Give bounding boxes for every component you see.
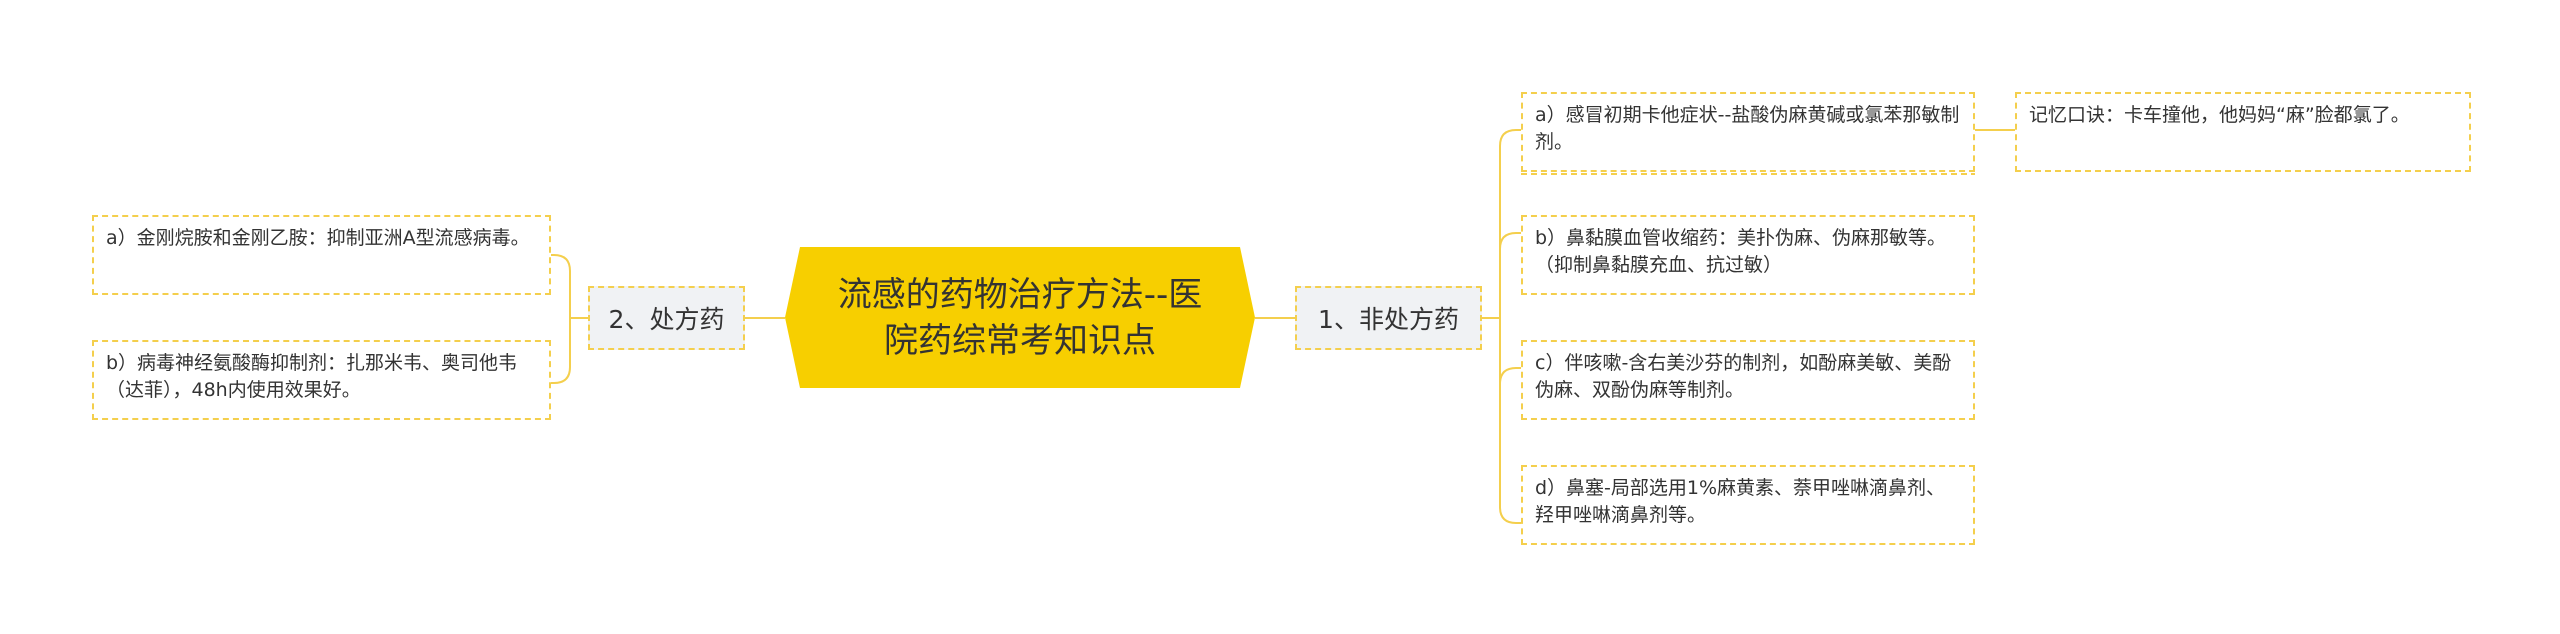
leaf-text: 记忆口诀：卡车撞他，他妈妈“麻”脸都氯了。 — [2029, 104, 2410, 126]
leaf-text: b）病毒神经氨酸酶抑制剂：扎那米韦、奥司他韦（达菲），48h内使用效果好。 — [106, 352, 518, 401]
branch-otc-drugs[interactable]: 1、非处方药 — [1295, 286, 1482, 350]
leaf-text: a）金刚烷胺和金刚乙胺：抑制亚洲A型流感病毒。 — [106, 227, 530, 249]
branch-prescription-label: 2、处方药 — [608, 305, 725, 334]
leaf-otc-b[interactable]: b）鼻黏膜血管收缩药：美扑伪麻、伪麻那敏等。（抑制鼻黏膜充血、抗过敏） — [1521, 215, 1975, 295]
central-topic-title: 流感的药物治疗方法--医院药综常考知识点 — [837, 274, 1203, 361]
leaf-otc-a[interactable]: a）感冒初期卡他症状--盐酸伪麻黄碱或氯苯那敏制剂。 — [1521, 92, 1975, 172]
connector-right-fan — [1482, 129, 1521, 524]
leaf-text: c）伴咳嗽-含右美沙芬的制剂，如酚麻美敏、美酚伪麻、双酚伪麻等制剂。 — [1535, 352, 1952, 401]
leaf-otc-d[interactable]: d）鼻塞-局部选用1%麻黄素、萘甲唑啉滴鼻剂、羟甲唑啉滴鼻剂等。 — [1521, 465, 1975, 545]
leaf-text: a）感冒初期卡他症状--盐酸伪麻黄碱或氯苯那敏制剂。 — [1535, 104, 1960, 153]
leaf-mnemonic-note[interactable]: 记忆口诀：卡车撞他，他妈妈“麻”脸都氯了。 — [2015, 92, 2471, 172]
leaf-text: b）鼻黏膜血管收缩药：美扑伪麻、伪麻那敏等。（抑制鼻黏膜充血、抗过敏） — [1535, 227, 1947, 276]
connector-left-fan — [551, 254, 588, 384]
branch-prescription-drugs[interactable]: 2、处方药 — [588, 286, 745, 350]
leaf-otc-c[interactable]: c）伴咳嗽-含右美沙芬的制剂，如酚麻美敏、美酚伪麻、双酚伪麻等制剂。 — [1521, 340, 1975, 420]
leaf-prescription-a[interactable]: a）金刚烷胺和金刚乙胺：抑制亚洲A型流感病毒。 — [92, 215, 551, 295]
central-topic[interactable]: 流感的药物治疗方法--医院药综常考知识点 — [785, 247, 1255, 388]
branch-otc-label: 1、非处方药 — [1318, 305, 1459, 334]
leaf-text: d）鼻塞-局部选用1%麻黄素、萘甲唑啉滴鼻剂、羟甲唑啉滴鼻剂等。 — [1535, 477, 1946, 526]
leaf-prescription-b[interactable]: b）病毒神经氨酸酶抑制剂：扎那米韦、奥司他韦（达菲），48h内使用效果好。 — [92, 340, 551, 420]
